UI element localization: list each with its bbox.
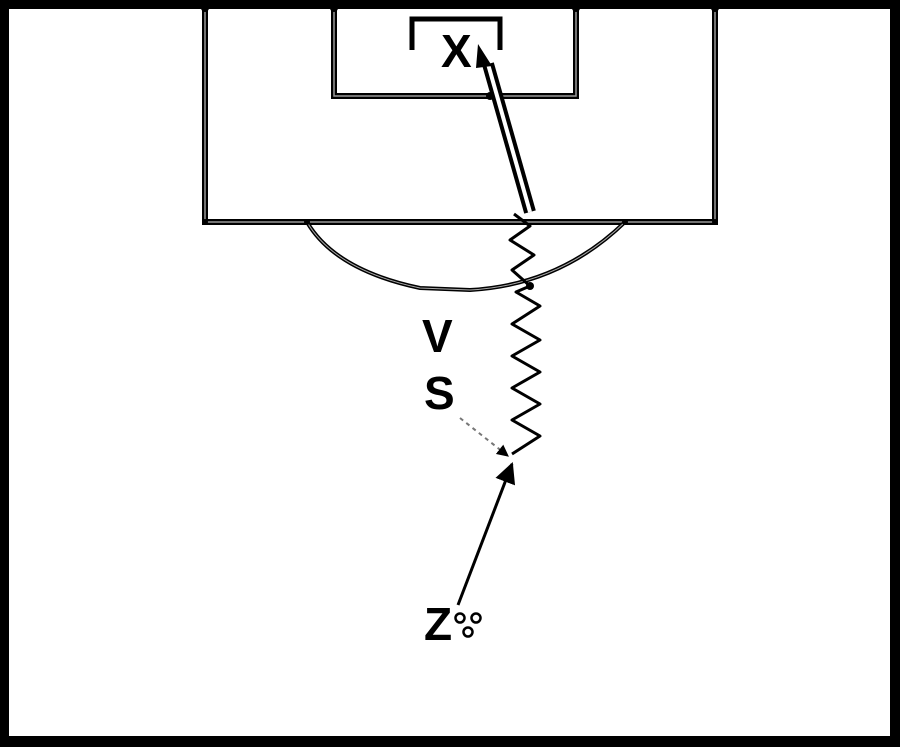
goal-area <box>330 4 580 99</box>
run-dashed <box>459 417 509 457</box>
defender-bottom-label: S <box>424 367 455 419</box>
penalty-box <box>201 4 719 225</box>
field-boundary <box>3 3 896 742</box>
shot-arrow <box>476 44 536 214</box>
dribble-zigzag <box>508 212 542 456</box>
ball-icons <box>454 612 482 638</box>
goal-mouth <box>409 16 503 50</box>
top-border <box>0 0 900 4</box>
goal-target-label: X <box>441 25 472 77</box>
pass-arrow <box>456 462 516 606</box>
penalty-arc <box>304 219 628 293</box>
player-label: Z <box>424 598 452 650</box>
defender-top-label: V <box>422 310 453 362</box>
